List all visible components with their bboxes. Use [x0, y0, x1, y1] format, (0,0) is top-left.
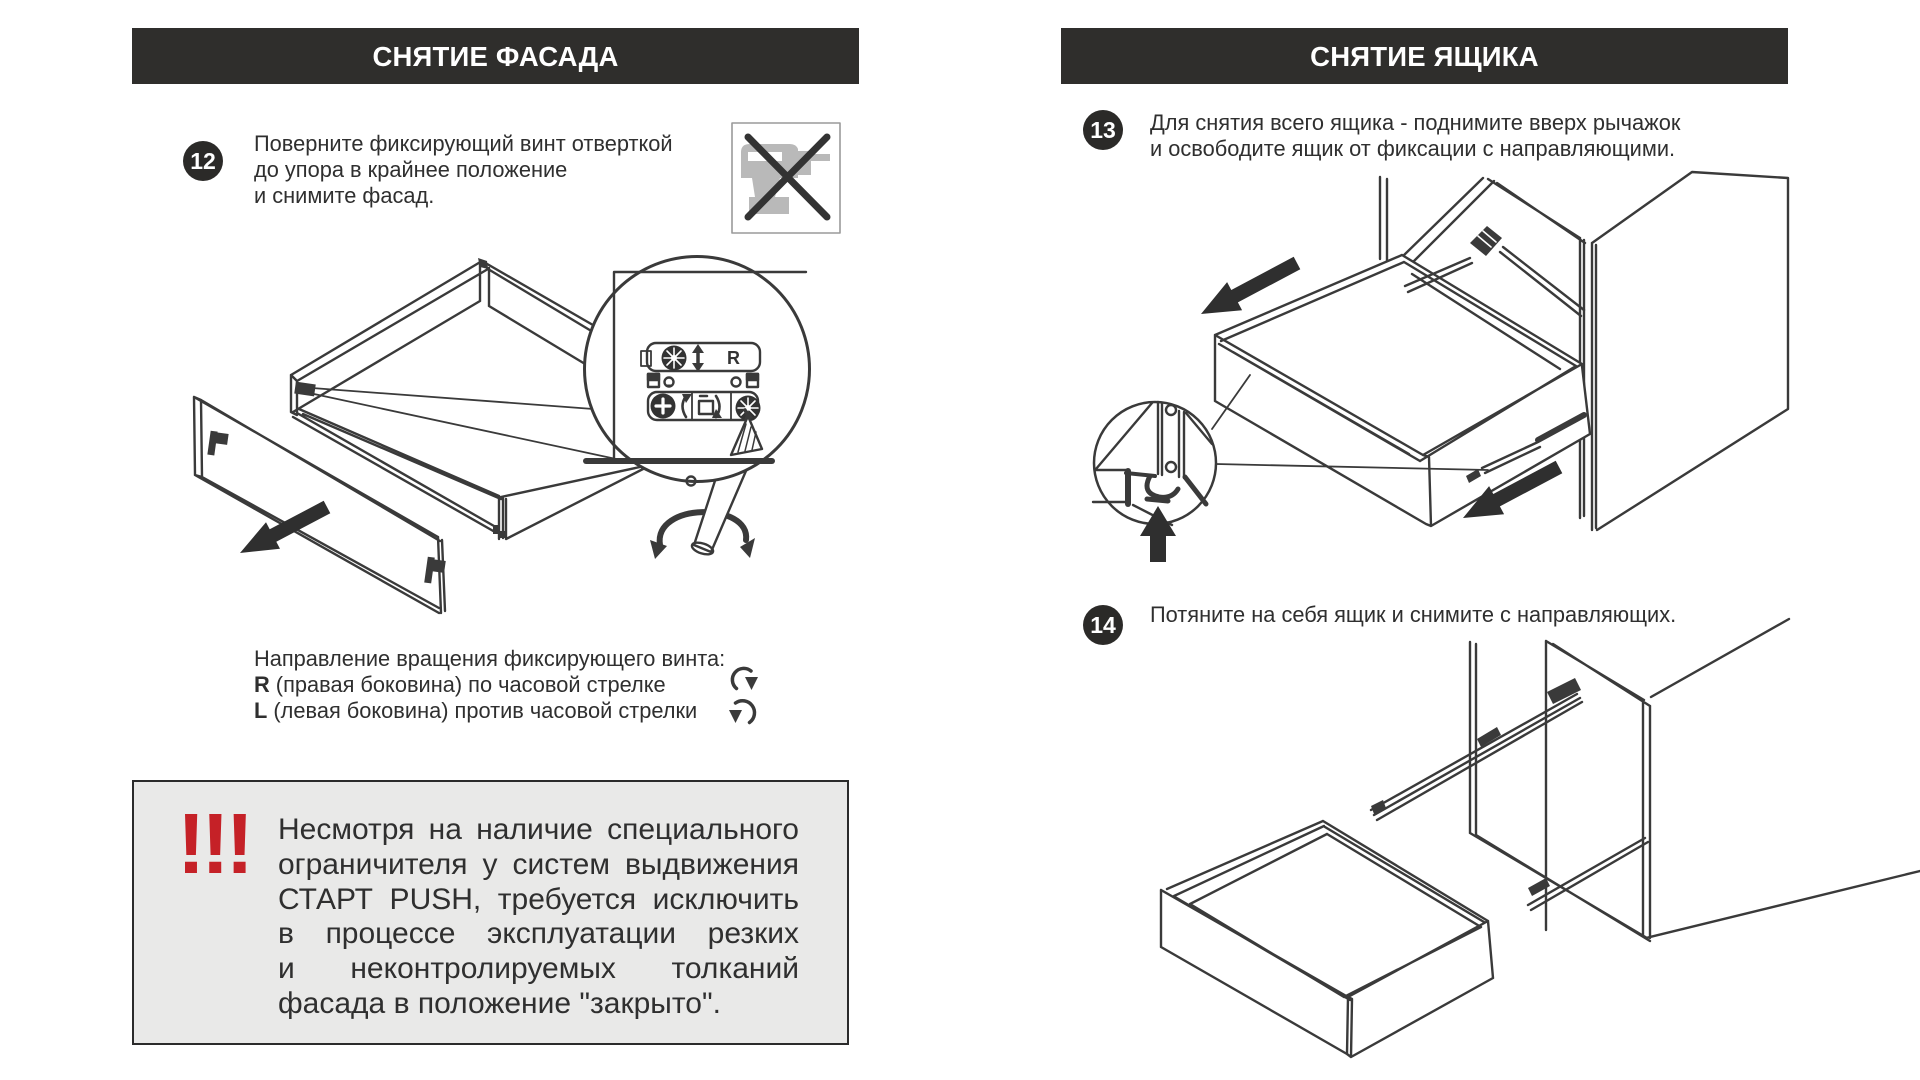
- svg-text:R: R: [727, 348, 740, 368]
